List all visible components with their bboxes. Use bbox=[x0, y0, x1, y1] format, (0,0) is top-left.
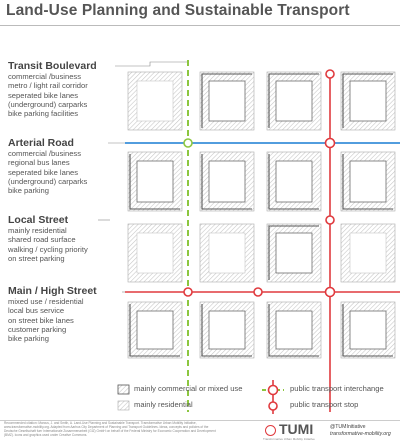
footer-credits: Recommended citation: Marcus, J. and Smi… bbox=[4, 421, 216, 437]
street-feature: regional bus lanes bbox=[8, 158, 70, 168]
transit-stop-icon bbox=[325, 69, 335, 79]
residential-block bbox=[340, 223, 396, 283]
street-feature: bike parking facilities bbox=[8, 109, 79, 119]
street-feature: (underground) carparks bbox=[8, 176, 88, 186]
website-link[interactable]: transformative-mobility.org bbox=[330, 431, 391, 437]
legend-commercial-label: mainly commercial or mixed use bbox=[134, 384, 243, 393]
legend-residential-label: mainly residential bbox=[134, 400, 193, 409]
street-description-arterial-road: Arterial Road commercial /business regio… bbox=[8, 137, 126, 195]
street-feature: (underground) carparks bbox=[8, 99, 88, 109]
street-description-local-street: Local Street mainly residential shared r… bbox=[8, 214, 126, 263]
street-name: Transit Boulevard bbox=[8, 60, 97, 72]
street-description-transit-boulevard: Transit Boulevard commercial /business m… bbox=[8, 60, 126, 118]
street-feature: shared road surface bbox=[8, 235, 76, 245]
commercial-block bbox=[340, 71, 396, 131]
legend-stop-label: public transport stop bbox=[290, 400, 359, 409]
commercial-block bbox=[127, 151, 183, 212]
residential-block-swatch bbox=[117, 400, 130, 411]
street-feature: bike parking bbox=[8, 334, 49, 344]
street-feature: walking / cycling priority bbox=[8, 244, 88, 254]
street-feature: on street bike lanes bbox=[8, 315, 74, 325]
page-title: Land-Use Planning and Sustainable Transp… bbox=[6, 2, 350, 19]
legend-graphics bbox=[117, 380, 284, 414]
commercial-block bbox=[127, 301, 183, 359]
stop-icon bbox=[268, 401, 278, 411]
street-name: Local Street bbox=[8, 214, 69, 226]
legend-interchange-label: public transport interchange bbox=[290, 384, 384, 393]
interchange-icon bbox=[267, 384, 279, 396]
street-feature: seperated bike lanes bbox=[8, 90, 79, 100]
street-feature: bike parking bbox=[8, 186, 49, 196]
commercial-block bbox=[340, 151, 396, 212]
street-feature: mainly residential bbox=[8, 226, 67, 235]
logo-subtitle: Transformative Urban Mobility Initiative bbox=[263, 437, 315, 441]
tumi-logo: TUMI bbox=[265, 421, 313, 437]
residential-block bbox=[127, 71, 183, 131]
transit-stop-icon bbox=[253, 287, 263, 297]
street-feature: commercial /business bbox=[8, 149, 82, 158]
street-feature: on street parking bbox=[8, 253, 65, 263]
transit-stop-icon bbox=[183, 287, 193, 297]
street-name: Arterial Road bbox=[8, 137, 74, 149]
commercial-block bbox=[199, 301, 255, 359]
street-name: Main / High Street bbox=[8, 285, 97, 297]
interchange-icon bbox=[324, 137, 336, 149]
interchange-icon bbox=[324, 286, 336, 298]
logo-text: TUMI bbox=[279, 421, 314, 437]
residential-block bbox=[199, 223, 255, 283]
city-blocks bbox=[127, 71, 396, 359]
commercial-block bbox=[266, 151, 322, 212]
street-feature: commercial /business bbox=[8, 72, 82, 81]
street-feature: local bus service bbox=[8, 306, 65, 316]
logo-mark-icon bbox=[265, 424, 276, 436]
transit-stop-icon bbox=[183, 138, 193, 148]
commercial-block bbox=[199, 151, 255, 212]
transit-stop-icon bbox=[325, 215, 335, 225]
callout-transit-boulevard bbox=[115, 61, 188, 67]
title-divider bbox=[0, 25, 400, 26]
commercial-block bbox=[340, 301, 396, 359]
commercial-block-swatch bbox=[117, 384, 130, 395]
callout-lines bbox=[98, 61, 188, 293]
commercial-block bbox=[199, 71, 255, 131]
residential-block bbox=[127, 223, 183, 283]
commercial-block bbox=[266, 223, 322, 283]
footer-divider bbox=[0, 420, 400, 421]
contact-block: @TUMInitiative transformative-mobility.o… bbox=[330, 424, 391, 438]
street-feature: seperated bike lanes bbox=[8, 167, 79, 177]
street-feature: customer parking bbox=[8, 324, 67, 334]
social-handle[interactable]: @TUMInitiative bbox=[330, 424, 366, 430]
commercial-block bbox=[266, 71, 322, 131]
street-description-main-high-street: Main / High Street mixed use / residenti… bbox=[8, 285, 126, 343]
transit-markers bbox=[183, 69, 336, 298]
street-feature: metro / light rail corridor bbox=[8, 81, 88, 91]
street-feature: mixed use / residential bbox=[8, 297, 84, 306]
commercial-block bbox=[266, 301, 322, 359]
